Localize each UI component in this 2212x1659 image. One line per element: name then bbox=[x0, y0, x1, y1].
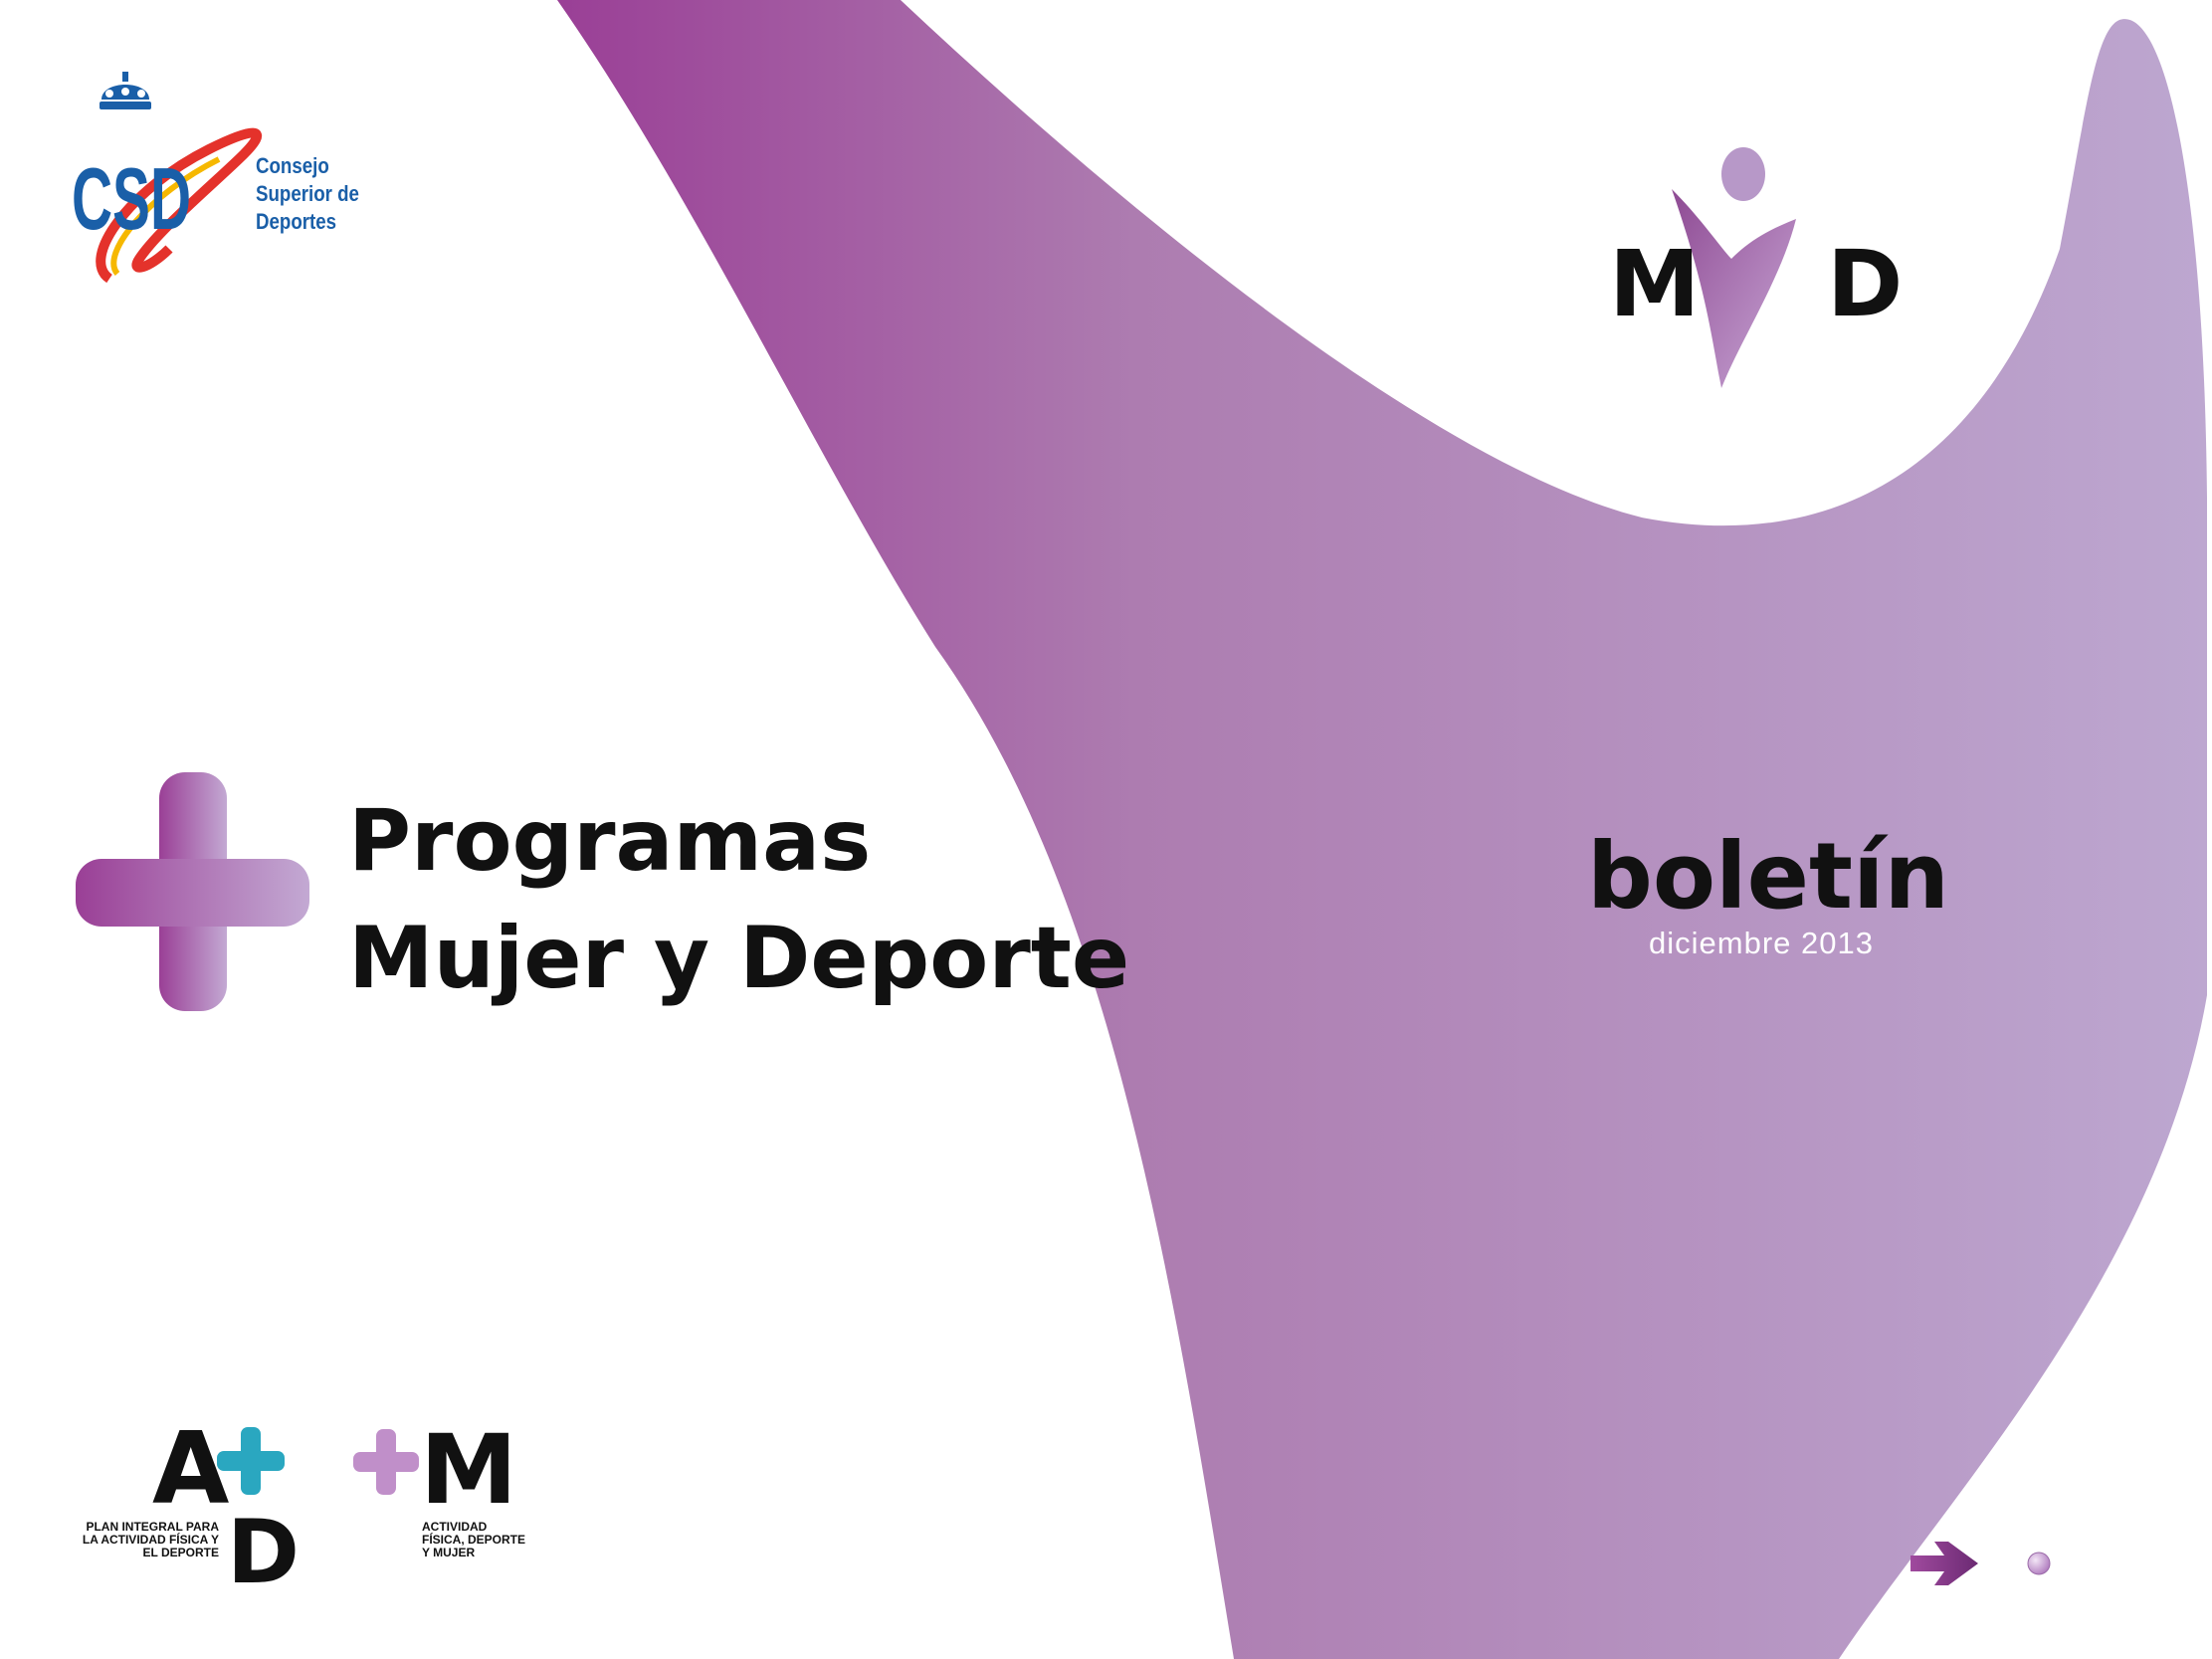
arrow-right-icon[interactable] bbox=[1910, 1538, 1980, 1589]
myd-letter-d: D bbox=[1827, 231, 1904, 337]
ad-logo: A D bbox=[152, 1423, 300, 1602]
myd-figure-icon bbox=[1672, 147, 1796, 388]
ad-letter-d: D bbox=[227, 1501, 300, 1602]
plus-icon bbox=[76, 772, 309, 1011]
csd-acronym: CSD bbox=[72, 149, 191, 248]
pm-letter-m: M bbox=[420, 1423, 517, 1513]
crown-icon bbox=[100, 72, 151, 109]
page-title: Programas Mujer y Deporte bbox=[348, 782, 1129, 1017]
title-line-1: Programas bbox=[348, 791, 872, 891]
pm-caption: ACTIVIDAD FÍSICA, DEPORTE Y MUJER bbox=[422, 1520, 526, 1559]
csd-logo: CSD bbox=[72, 72, 263, 284]
bulletin-label: boletín bbox=[1587, 823, 1950, 930]
ad-letter-a: A bbox=[152, 1423, 229, 1527]
csd-org-name: Consejo Superior de Deportes bbox=[256, 153, 359, 234]
pm-logo: M bbox=[353, 1423, 517, 1513]
bulletin-date: diciembre 2013 bbox=[1649, 926, 1874, 960]
myd-letter-m: M bbox=[1609, 231, 1701, 337]
title-line-2: Mujer y Deporte bbox=[348, 909, 1130, 1008]
violet-plus-icon bbox=[353, 1429, 419, 1495]
nav-dot-icon[interactable] bbox=[2026, 1551, 2052, 1576]
teal-plus-icon bbox=[217, 1427, 285, 1495]
ad-caption: PLAN INTEGRAL PARA LA ACTIVIDAD FÍSICA Y… bbox=[82, 1520, 219, 1559]
